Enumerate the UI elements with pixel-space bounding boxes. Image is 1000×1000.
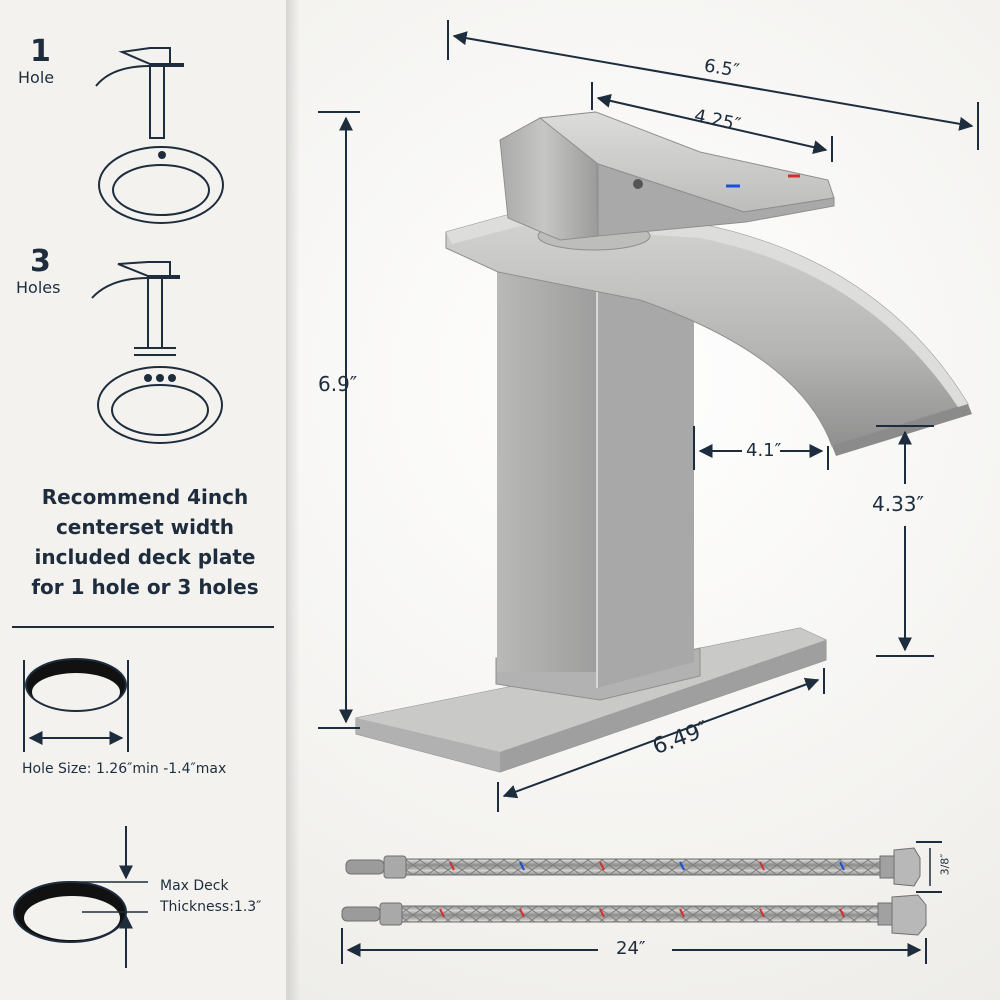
deck-thickness-text: Max Deck Thickness:1.3″ xyxy=(160,876,261,918)
one-hole-dot xyxy=(158,151,166,159)
three-holes-label: Holes xyxy=(16,278,61,297)
handle-length-arrow xyxy=(596,93,828,155)
total-height-label: 6.9″ xyxy=(318,372,358,396)
one-hole-label: Hole xyxy=(18,68,55,87)
recommendation-text: Recommend 4inch centerset width included… xyxy=(10,482,280,602)
three-holes-sink-diagram xyxy=(97,366,223,444)
plate-length-arrow xyxy=(502,677,820,799)
faucet-illustration xyxy=(355,111,972,773)
spout-height-label: 4.33″ xyxy=(872,492,925,516)
panel-shadow xyxy=(286,0,300,1000)
three-holes-dots xyxy=(144,374,176,382)
section-divider xyxy=(12,626,274,628)
hose-length-label: 24″ xyxy=(616,938,646,959)
supply-hose-1 xyxy=(345,847,921,887)
supply-hose-2 xyxy=(341,894,927,936)
one-hole-sink-diagram xyxy=(98,146,224,224)
fitting-size-label: 3/8″ xyxy=(938,853,952,876)
hole-size-ring-icon xyxy=(25,658,127,712)
three-holes-number: 3 xyxy=(30,244,51,279)
three-holes-faucet-diagram xyxy=(91,261,180,356)
hose-color-flecks xyxy=(439,861,845,918)
recommend-line-3: included deck plate xyxy=(34,545,256,569)
hole-size-text: Hole Size: 1.26″min -1.4″max xyxy=(22,761,227,777)
recommend-line-2: centerset width xyxy=(55,515,235,539)
spout-reach-label: 4.1″ xyxy=(746,440,782,461)
deck-line-2: Thickness:1.3″ xyxy=(160,899,262,915)
deck-line-1: Max Deck xyxy=(160,878,229,894)
recommend-line-4: for 1 hole or 3 holes xyxy=(31,575,259,599)
total-length-arrow xyxy=(452,31,974,131)
recommend-line-1: Recommend 4inch xyxy=(41,485,249,509)
one-hole-faucet-diagram xyxy=(95,47,184,139)
one-hole-number: 1 xyxy=(30,34,51,69)
